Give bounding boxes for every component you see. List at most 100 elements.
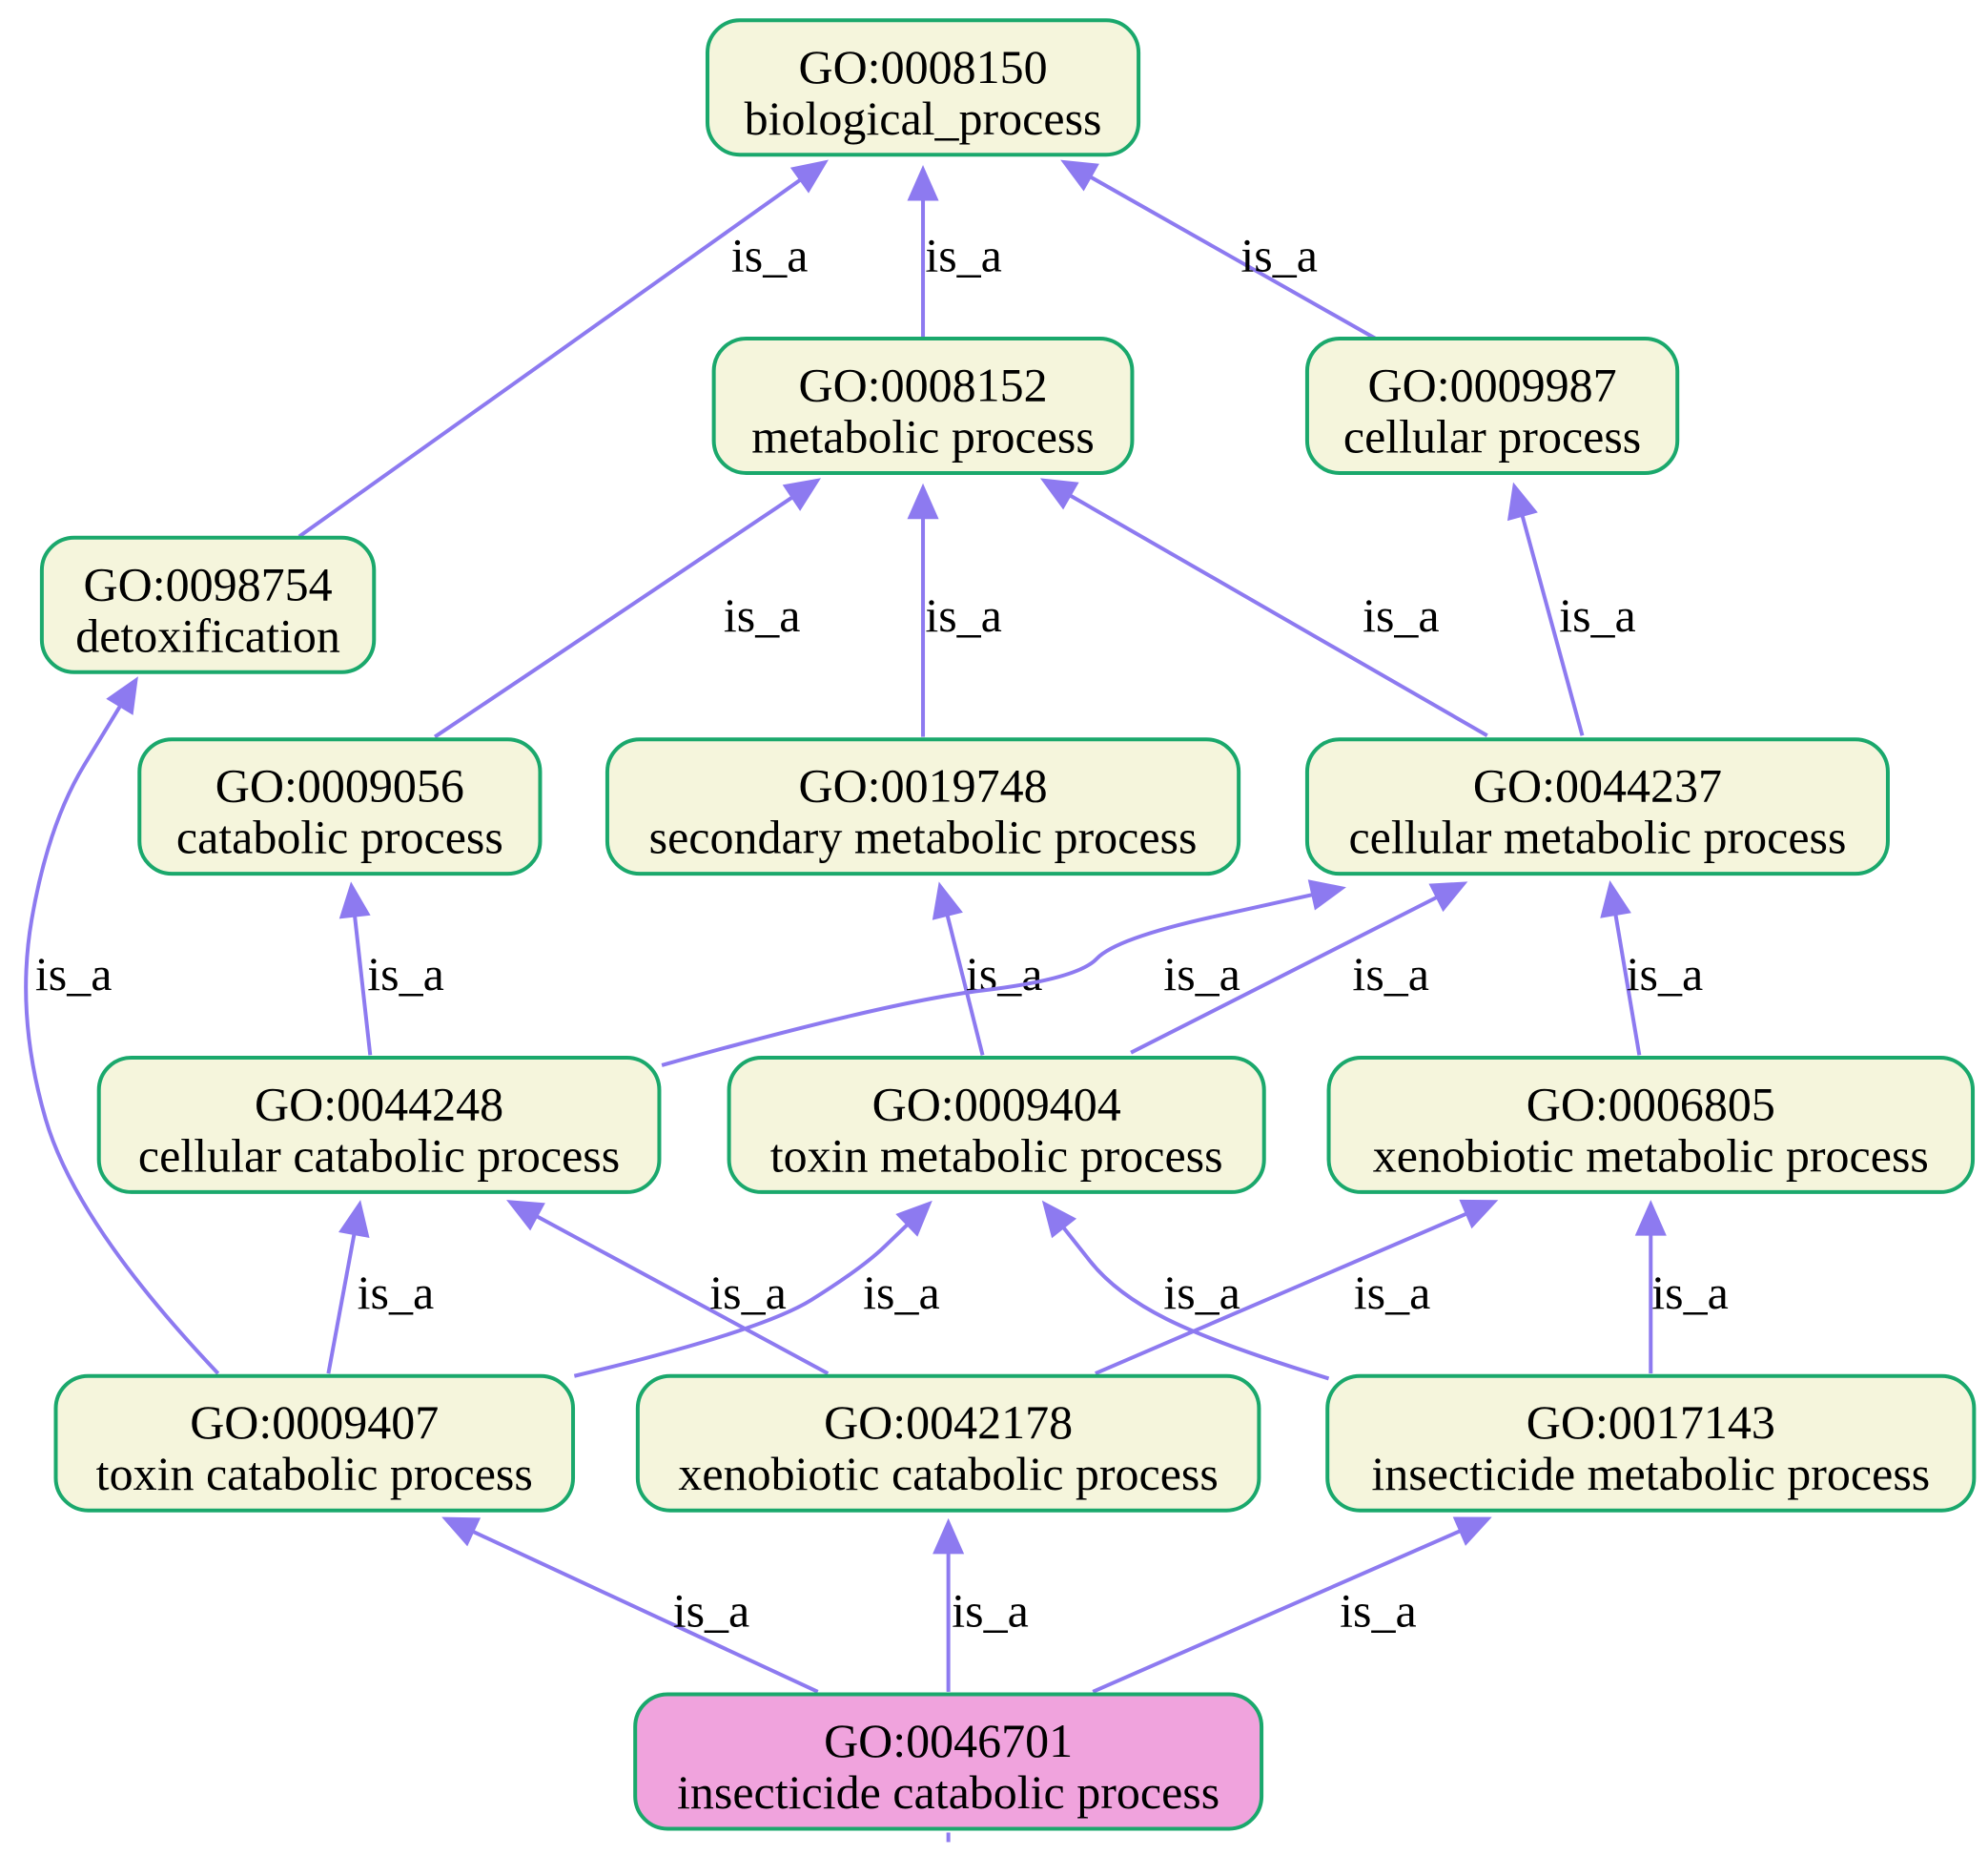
arrowhead-icon <box>933 1517 965 1555</box>
node-box <box>1326 1055 1976 1194</box>
arrowhead-icon <box>106 676 138 715</box>
go-term-name: secondary metabolic process <box>649 811 1198 864</box>
go-id: GO:0044248 <box>255 1077 503 1130</box>
go-id: GO:0098754 <box>84 557 333 610</box>
edge-line <box>573 1223 909 1378</box>
go-id: GO:0008152 <box>798 359 1047 412</box>
edge-line <box>1520 515 1585 736</box>
arrowhead-icon <box>1041 1200 1077 1239</box>
go-term-name: catabolic process <box>176 811 503 864</box>
node-box <box>137 737 543 876</box>
edge-label: is_a <box>1240 228 1318 281</box>
go-id: GO:0006805 <box>1527 1077 1775 1130</box>
arrowhead-icon <box>338 1200 370 1238</box>
edge-n19748-n8152: is_a <box>907 483 1002 737</box>
edge-label: is_a <box>1627 947 1704 1000</box>
focus-node-box <box>633 1692 1264 1831</box>
arrowhead-icon <box>338 881 371 919</box>
edge-line <box>24 705 220 1375</box>
arrowhead-icon <box>1039 478 1079 510</box>
go-id: GO:0009987 <box>1368 359 1617 412</box>
edge-n9407-n9404: is_a <box>573 1200 940 1378</box>
go-id: GO:0019748 <box>798 759 1047 813</box>
go-term-name: metabolic process <box>751 410 1095 464</box>
arrowhead-icon <box>1452 1516 1492 1546</box>
edge-n9404-n44237: is_a <box>1130 881 1468 1055</box>
edge-n9404-n19748: is_a <box>932 881 1042 1056</box>
edge-label: is_a <box>367 947 444 1000</box>
go-term-name: toxin metabolic process <box>770 1128 1223 1182</box>
go-term-name: biological_process <box>745 92 1102 145</box>
node-box <box>711 337 1135 475</box>
node-box <box>96 1055 662 1194</box>
edge-label: is_a <box>1354 1266 1431 1319</box>
node-box <box>635 1373 1261 1513</box>
edge-label: is_a <box>724 588 801 642</box>
edge-line <box>433 495 793 739</box>
go-id: GO:0009056 <box>215 759 464 813</box>
arrowhead-icon <box>1600 880 1631 918</box>
edge-line <box>661 893 1313 1067</box>
edge-n8152-n8150: is_a <box>907 165 1002 340</box>
go-id: GO:0044237 <box>1473 759 1722 813</box>
edge-label: is_a <box>952 1584 1029 1638</box>
edge-line <box>1069 493 1488 737</box>
edge-n42178-n6805: is_a <box>1095 1199 1499 1375</box>
go-id: GO:0009404 <box>872 1077 1121 1130</box>
go-term-name: cellular metabolic process <box>1348 811 1846 864</box>
edge-n44237-n9987: is_a <box>1506 482 1636 736</box>
edge-label: is_a <box>925 588 1002 642</box>
edge-n42178-n44248: is_a <box>506 1200 830 1375</box>
node-box <box>727 1055 1266 1194</box>
arrowhead-icon <box>1307 879 1346 911</box>
edge-label: is_a <box>1163 1266 1240 1319</box>
arrowhead-icon <box>1459 1199 1499 1229</box>
edge-label: is_a <box>673 1584 750 1638</box>
edge-n46701-n9407: is_a <box>441 1516 819 1694</box>
edge-line <box>1061 1226 1330 1381</box>
go-id: GO:0017143 <box>1527 1395 1775 1449</box>
go-id: GO:0008150 <box>798 40 1047 93</box>
edge-label: is_a <box>1651 1266 1729 1319</box>
edge-n46701-n17143: is_a <box>1092 1516 1492 1694</box>
edge-label: is_a <box>1340 1584 1417 1638</box>
nodes-layer: GO:0008150biological_processGO:0008152me… <box>39 18 1977 1831</box>
node-box <box>1325 1373 1977 1513</box>
edge-label: is_a <box>1163 947 1240 1000</box>
go-term-name: cellular catabolic process <box>138 1128 620 1182</box>
go-term-name: toxin catabolic process <box>96 1447 533 1500</box>
edge-n44248-n44237: is_a <box>661 879 1346 1067</box>
node-box <box>39 535 377 674</box>
edge-label: is_a <box>925 228 1002 281</box>
edge-n9407-n98754: is_a <box>24 676 220 1375</box>
edge-n9056-n8152: is_a <box>433 478 822 739</box>
go-term-name: xenobiotic metabolic process <box>1373 1128 1929 1182</box>
edge-line <box>472 1530 819 1694</box>
arrowhead-icon <box>1634 1200 1667 1236</box>
edge-label: is_a <box>35 947 113 1000</box>
edge-line <box>1095 1211 1467 1375</box>
arrowhead-icon <box>1428 881 1468 913</box>
edge-line <box>353 916 373 1056</box>
arrowhead-icon <box>506 1200 545 1231</box>
node-box <box>1304 337 1680 475</box>
go-id: GO:0042178 <box>824 1395 1073 1449</box>
edge-n17143-n9404: is_a <box>1041 1200 1330 1381</box>
edge-n46701-n42178: is_a <box>933 1517 1029 1692</box>
edge-line <box>326 1233 357 1374</box>
go-term-name: detoxification <box>75 608 340 662</box>
